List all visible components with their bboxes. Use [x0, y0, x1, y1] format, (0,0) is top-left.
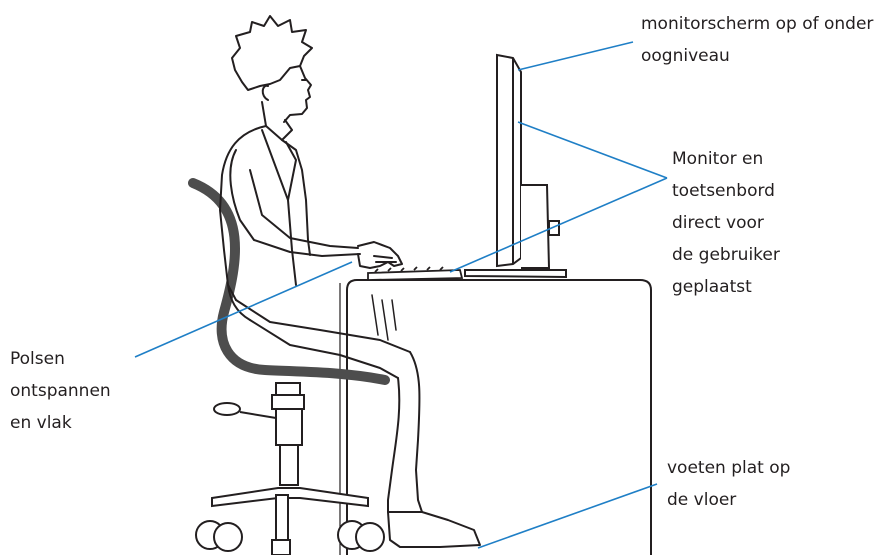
label-line: Monitor en — [672, 143, 780, 175]
leader-line-monitor-front — [518, 122, 667, 178]
label-line: de gebruiker — [672, 239, 780, 271]
hair — [232, 16, 312, 90]
label-line: en vlak — [10, 407, 111, 439]
leader-line-feet — [478, 484, 657, 548]
label-line: geplaatst — [672, 271, 780, 303]
face — [284, 66, 311, 122]
shoe — [388, 512, 480, 547]
leader-line-wrists — [135, 262, 352, 357]
leader-line-monitor-height — [518, 42, 633, 70]
label-line: monitorscherm op of onder — [641, 8, 873, 40]
label-line: oogniveau — [641, 40, 873, 72]
leader-line-keyboard-front — [450, 178, 667, 272]
label-feet: voeten plat op de vloer — [667, 452, 790, 516]
keyboard — [368, 267, 462, 280]
label-line: Polsen — [10, 343, 111, 375]
hand — [358, 242, 402, 268]
label-line: de vloer — [667, 484, 790, 516]
label-line: voeten plat op — [667, 452, 790, 484]
leader-lines — [135, 42, 667, 548]
label-line: direct voor — [672, 207, 780, 239]
label-monitor-height: monitorscherm op of onder oogniveau — [641, 8, 873, 72]
label-monitor-keyboard: Monitor en toetsenbord direct voor de ge… — [672, 143, 780, 303]
label-wrists: Polsen ontspannen en vlak — [10, 343, 111, 439]
office-chair — [193, 183, 385, 555]
desk — [340, 280, 651, 555]
label-line: toetsenbord — [672, 175, 780, 207]
shin — [410, 352, 422, 512]
label-line: ontspannen — [10, 375, 111, 407]
